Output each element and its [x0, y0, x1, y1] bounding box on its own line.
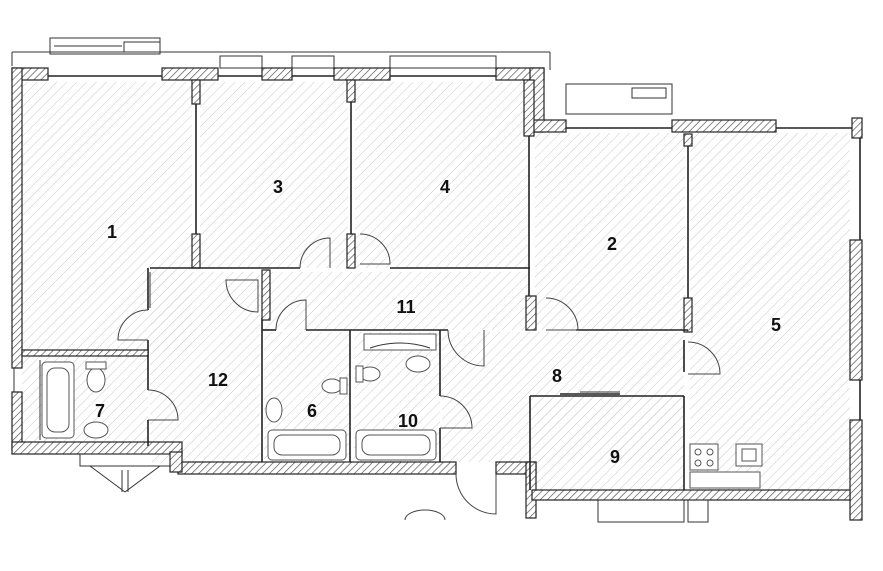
floor-room-4	[355, 82, 530, 268]
interior-walls	[21, 79, 693, 490]
counter-corridor	[363, 333, 437, 351]
room-label-9: 9	[610, 447, 620, 467]
door-room-8	[447, 329, 485, 367]
fixtures	[41, 333, 763, 523]
room-label-12: 12	[208, 370, 228, 390]
floor-room-2	[535, 133, 685, 330]
floor-room-3	[200, 82, 348, 268]
room-label-3: 3	[273, 177, 283, 197]
sink-room-7	[83, 421, 109, 439]
door-arc-lower	[404, 509, 446, 521]
room-label-1: 1	[107, 222, 117, 242]
toilet-room-7	[86, 367, 106, 393]
door-room-5	[687, 341, 721, 375]
room-label-5: 5	[771, 315, 781, 335]
toilet-room-6	[321, 378, 343, 394]
door-room-3	[299, 237, 331, 269]
room-label-8: 8	[552, 366, 562, 386]
window-frame-3	[389, 55, 497, 69]
door-room-6	[275, 299, 307, 331]
room-label-7: 7	[95, 401, 105, 421]
door-room-4	[359, 233, 391, 265]
counter-room-5	[689, 471, 761, 489]
door-room-2	[545, 297, 579, 331]
floor-room-9	[535, 398, 683, 490]
sink-room-10	[405, 355, 431, 373]
window-frame-1	[219, 55, 263, 69]
window-frame-2	[291, 55, 335, 69]
door-room-11-left	[225, 279, 259, 313]
door-room-12	[117, 309, 149, 341]
room-label-10: 10	[398, 411, 418, 431]
sink-room-6	[265, 397, 283, 423]
room-label-2: 2	[607, 234, 617, 254]
floor-room-11	[262, 272, 530, 330]
balcony-top-left-rail	[123, 41, 161, 53]
room-labels: 1 2 3 4 5 6 7 8 9 10 11 12	[95, 177, 781, 467]
door-room-7	[147, 389, 179, 421]
balcony-right-rail	[631, 87, 667, 99]
room-label-6: 6	[307, 401, 317, 421]
room-label-4: 4	[440, 177, 450, 197]
room-label-11: 11	[396, 297, 415, 317]
floor-room-12	[150, 272, 260, 462]
door-entrance	[455, 473, 497, 515]
balcony-right	[565, 83, 673, 115]
floor-room-5	[690, 133, 850, 493]
door-room-10	[439, 395, 473, 429]
balconies	[11, 37, 673, 115]
doors	[117, 233, 721, 521]
stove-room-5	[689, 443, 719, 471]
